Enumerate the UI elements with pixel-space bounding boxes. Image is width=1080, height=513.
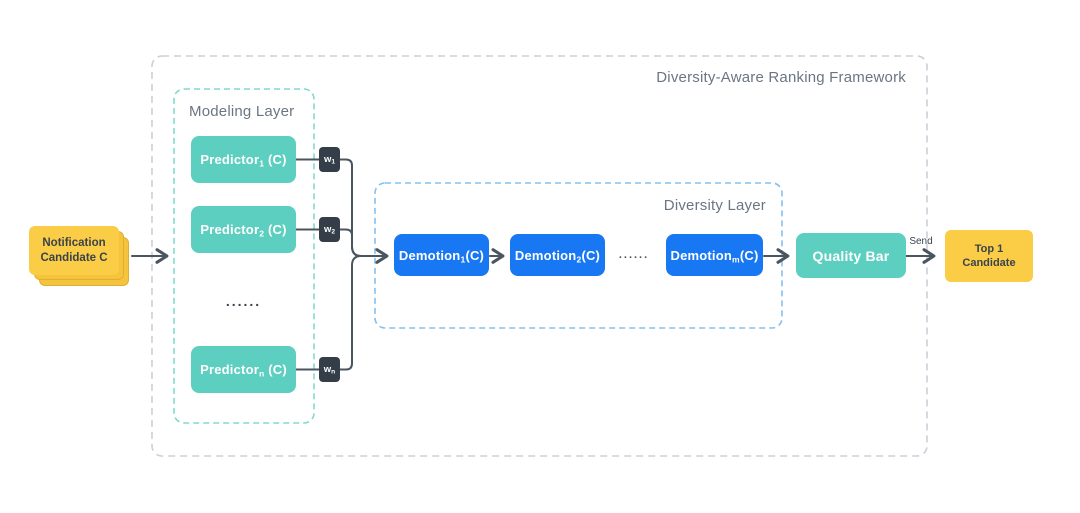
- predictor2-node: Predictor2 (C): [191, 206, 296, 253]
- framework-title: Diversity-Aware Ranking Framework: [656, 69, 906, 86]
- demotion1-arg: (C): [465, 247, 485, 263]
- top1-candidate-card: Top 1 Candidate: [945, 230, 1033, 282]
- predictor1-arg: (C): [264, 152, 287, 167]
- weight2-chip: w2: [319, 217, 340, 242]
- demotion2-arg: (C): [581, 247, 601, 263]
- top1-line2: Candidate: [962, 257, 1016, 269]
- weightn-label: w: [323, 364, 332, 375]
- send-label: Send: [909, 236, 933, 247]
- weight2-merge-curve: [339, 228, 362, 257]
- modeling-ellipsis: ......: [225, 293, 262, 309]
- predictor2-arg: (C): [264, 222, 287, 237]
- predictor1-label: Predictor: [200, 152, 260, 167]
- top1-line1: Top 1: [974, 242, 1004, 255]
- predictor2-label: Predictor: [200, 222, 260, 237]
- notification-card-line2: Candidate C: [40, 251, 108, 264]
- weightn-chip: wn: [319, 357, 340, 382]
- demotionm-arg: (C): [739, 247, 759, 263]
- weightn-merge-curve: [339, 255, 362, 371]
- weight2-label: w: [323, 224, 332, 235]
- quality-bar-node: Quality Bar: [796, 233, 906, 278]
- predictor2-subscript: 2: [259, 228, 265, 239]
- weight1-label: w: [323, 154, 332, 165]
- predictorn-arg: (C): [264, 362, 287, 377]
- weightn-subscript: n: [331, 368, 336, 376]
- predictor1-node: Predictor1 (C): [191, 136, 296, 183]
- notification-candidate-card: Notification Candidate C: [29, 226, 119, 275]
- demotion2-subscript: 2: [576, 253, 582, 264]
- diversity-layer-label: Diversity Layer: [663, 197, 766, 214]
- predictorn-node: Predictorn (C): [191, 346, 296, 393]
- weight1-subscript: 1: [331, 158, 336, 166]
- weight2-subscript: 2: [331, 228, 336, 236]
- demotionm-node: Demotionm(C): [666, 234, 763, 276]
- demotion1-node: Demotion1(C): [394, 234, 489, 276]
- demotion2-label: Demotion: [514, 247, 577, 263]
- diversity-ellipsis: ......: [618, 249, 650, 261]
- demotion1-subscript: 1: [460, 253, 466, 264]
- demotion2-node: Demotion2(C): [510, 234, 605, 276]
- demotion1-label: Demotion: [398, 247, 461, 263]
- modeling-layer-label: Modeling Layer: [189, 103, 295, 120]
- weight1-merge-curve: [339, 158, 362, 257]
- predictorn-label: Predictor: [200, 362, 259, 377]
- predictorn-subscript: n: [258, 368, 265, 379]
- notification-card-line1: Notification: [42, 236, 106, 249]
- demotionm-subscript: m: [732, 253, 740, 264]
- weight1-chip: w1: [319, 147, 340, 172]
- demotionm-label: Demotion: [670, 247, 733, 263]
- predictor1-subscript: 1: [259, 158, 265, 169]
